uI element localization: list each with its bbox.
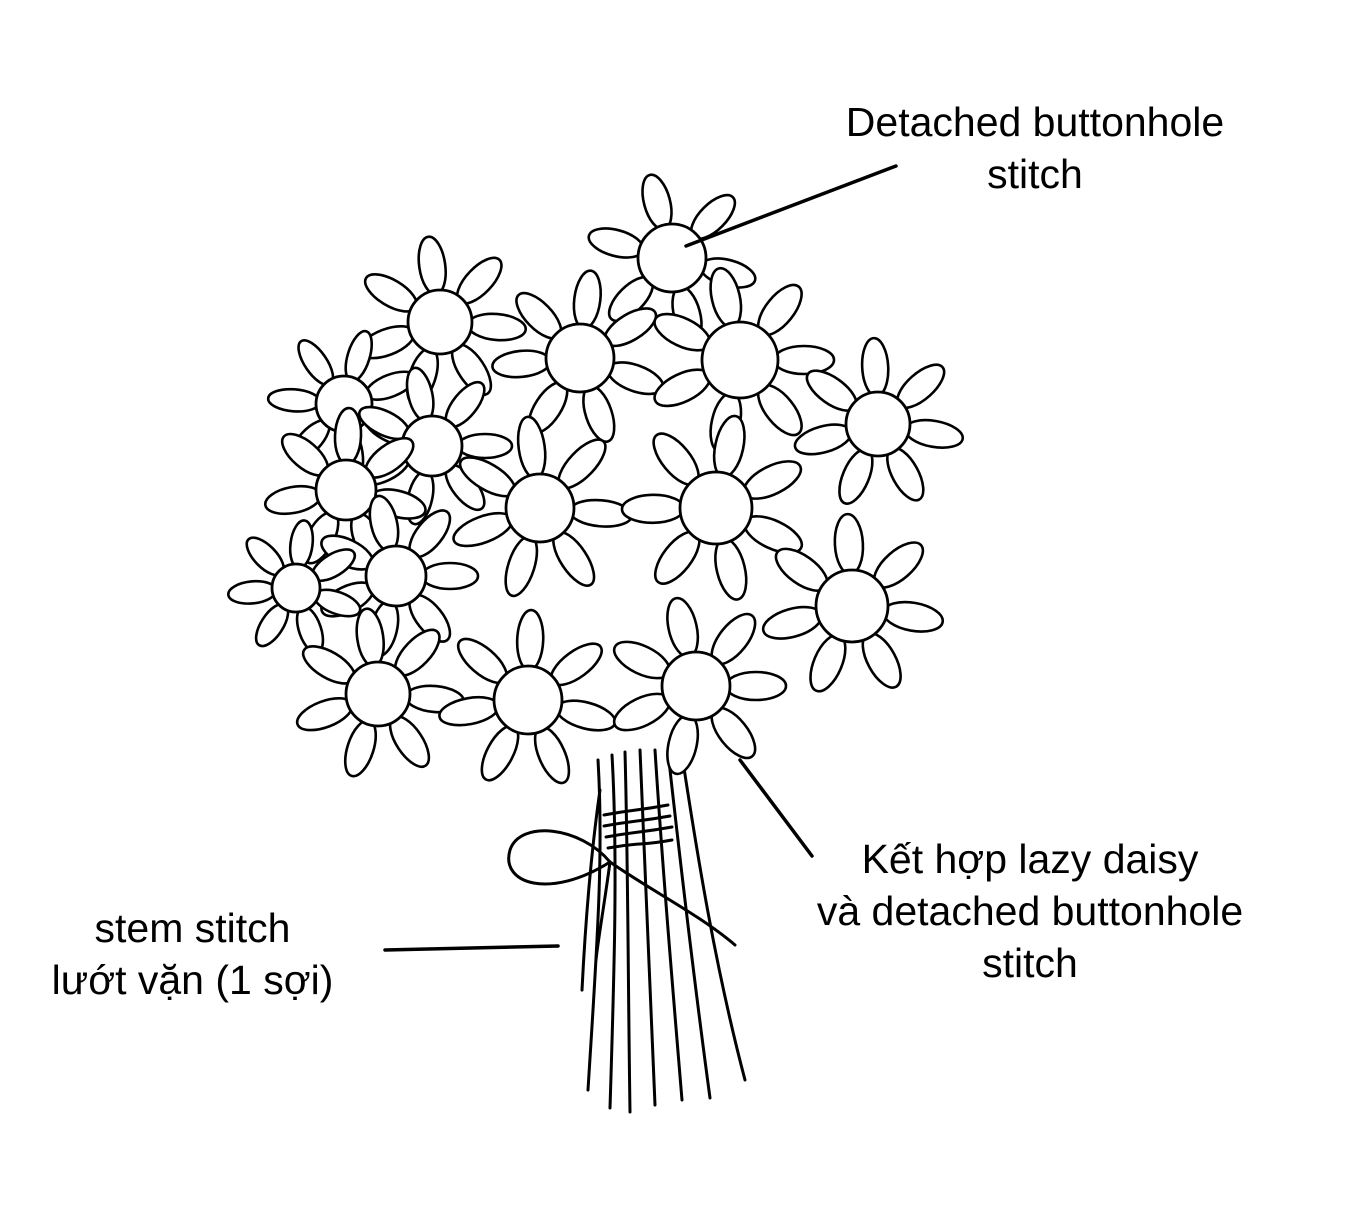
daisy-petal <box>714 537 748 601</box>
daisy-petal <box>515 608 545 672</box>
leader-line-right <box>738 758 814 858</box>
daisy-center <box>344 660 412 728</box>
bow-tail <box>608 860 737 947</box>
daisy-center <box>814 568 890 644</box>
daisy-petal <box>333 406 363 466</box>
annotation-top-line2: stitch <box>987 151 1083 197</box>
daisy-center <box>504 472 576 544</box>
stem-line <box>623 750 632 1114</box>
stem-line <box>608 753 617 1110</box>
daisy-center <box>364 544 428 608</box>
daisy-petal <box>620 493 686 525</box>
daisy-center <box>700 320 780 400</box>
leader-line-left <box>383 944 560 952</box>
wrap-thread <box>602 803 670 817</box>
daisy-flower <box>452 415 634 598</box>
daisy-center <box>544 322 616 394</box>
daisy-petal <box>226 579 278 605</box>
annotation-right-line3: stitch <box>982 940 1078 986</box>
annotation-leader-lines <box>383 164 898 952</box>
wrap-thread <box>604 825 674 839</box>
daisy-petal <box>724 670 788 702</box>
daisy-petal <box>666 596 700 659</box>
daisy-petal <box>266 387 322 413</box>
annotation-lazy-daisy-combo: Kết hợp lazy daisy và detached buttonhol… <box>770 833 1290 989</box>
wrap-thread <box>602 814 672 828</box>
annotation-stem-stitch: stem stitch lướt vặn (1 sợi) <box>20 902 365 1006</box>
daisy-petal <box>833 512 865 576</box>
ribbon-bow <box>507 803 737 962</box>
annotation-right-line2: và detached buttonhole <box>816 888 1244 934</box>
daisy-petal <box>491 349 552 379</box>
daisy-petal <box>860 336 890 398</box>
annotation-top-line1: Detached buttonhole <box>845 99 1225 145</box>
daisy-petal <box>263 484 322 516</box>
bow-loop <box>507 829 613 886</box>
daisy-petal <box>420 561 480 591</box>
annotation-right-line1: Kết hợp lazy daisy <box>861 836 1199 882</box>
bouquet-stems <box>580 748 747 1114</box>
daisy-petal <box>466 312 528 342</box>
stem-line <box>653 748 684 1102</box>
daisy-center <box>678 470 754 546</box>
daisy-flowers <box>226 173 965 785</box>
daisy-center <box>406 288 474 356</box>
daisy-petal <box>572 269 602 330</box>
stem-line <box>666 750 712 1100</box>
daisy-flower <box>438 608 617 785</box>
daisy-petal <box>456 432 514 460</box>
daisy-flower <box>793 336 965 505</box>
daisy-center <box>660 650 732 722</box>
daisy-petal <box>772 344 836 376</box>
stem-line <box>680 753 747 1082</box>
daisy-center <box>636 222 708 294</box>
stem-line <box>580 788 602 992</box>
leader-line-top <box>684 164 898 248</box>
annotation-left-line2: lướt vặn (1 sợi) <box>51 957 334 1003</box>
daisy-petal <box>666 713 700 776</box>
daisy-petal <box>904 418 965 449</box>
daisy-flower <box>295 607 466 778</box>
daisy-center <box>270 562 322 614</box>
wrap-thread <box>606 838 674 850</box>
daisy-flower <box>620 414 804 601</box>
bow-tail <box>594 860 612 962</box>
daisy-flower <box>761 512 945 693</box>
annotation-detached-buttonhole: Detached buttonhole stitch <box>780 96 1290 200</box>
stem-line <box>638 748 657 1107</box>
annotation-left-line1: stem stitch <box>94 905 291 951</box>
daisy-petal <box>417 235 447 296</box>
daisy-center <box>844 390 912 458</box>
daisy-center <box>492 664 564 736</box>
daisy-petal <box>882 600 945 633</box>
daisy-center <box>314 458 378 522</box>
daisy-flower <box>491 269 665 443</box>
daisy-flower <box>612 596 788 776</box>
